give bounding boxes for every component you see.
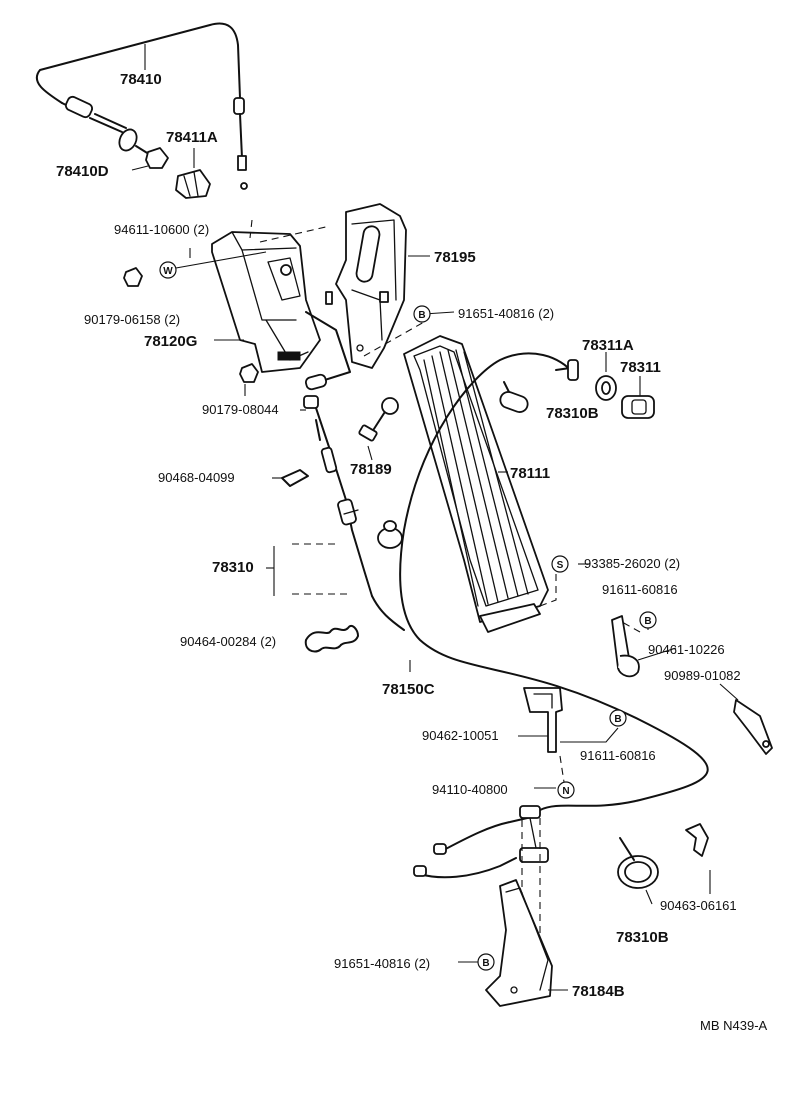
label-78311: 78311 <box>620 359 661 376</box>
svg-text:B: B <box>644 616 651 627</box>
clamp-90462 <box>523 687 563 753</box>
leader-lines <box>131 44 739 991</box>
part-labels: 78410 78411A 78410D 94611-10600 (2) 7819… <box>56 71 768 1033</box>
label-90179-06158: 90179-06158 (2) <box>84 312 180 327</box>
clip-90468 <box>281 469 309 487</box>
svg-text:B: B <box>418 310 425 321</box>
label-94611: 94611-10600 (2) <box>114 222 209 237</box>
pedal-cable-78150C <box>371 352 709 811</box>
label-78410: 78410 <box>120 71 162 88</box>
grommet-78311A <box>595 375 617 401</box>
label-78311A: 78311A <box>582 337 634 354</box>
accelerator-pedal-78111 <box>403 335 549 633</box>
label-78310: 78310 <box>212 559 254 576</box>
symbol-b-mid1: B <box>639 611 657 629</box>
label-91611-top: 91611-60816 <box>602 582 678 597</box>
label-78111: 78111 <box>510 465 550 482</box>
washer-symbol-w: W <box>163 266 173 277</box>
bracket-78184B <box>485 879 553 1007</box>
label-78189: 78189 <box>350 461 392 478</box>
pedal-bracket-78120G <box>211 231 351 391</box>
nut-90179-08044 <box>239 363 259 383</box>
washer-94611: W <box>159 261 177 279</box>
symbol-b-bottom: B <box>477 953 495 971</box>
label-94110: 94110-40800 <box>432 782 508 797</box>
throttle-cable-78310 <box>303 395 373 597</box>
label-78310B-top: 78310B <box>546 405 599 422</box>
diagram-reference: MB N439-A <box>700 1018 768 1033</box>
label-78411A: 78411A <box>166 129 218 146</box>
label-90463: 90463-06161 <box>660 898 737 913</box>
stopper-78311 <box>621 395 655 419</box>
bolt-78189 <box>358 397 399 442</box>
svg-text:B: B <box>482 958 489 969</box>
label-78410D: 78410D <box>56 163 109 180</box>
nut-90179-06158 <box>123 267 143 287</box>
label-78310B-bottom: 78310B <box>616 929 669 946</box>
symbol-b-top: B <box>413 305 431 323</box>
label-90461: 90461-10226 <box>648 642 725 657</box>
clip-90463 <box>685 823 709 857</box>
label-90989: 90989-01082 <box>664 668 741 683</box>
symbol-n: N <box>557 781 575 799</box>
accelerator-cable-78410 <box>35 22 248 190</box>
clamp-90989 <box>733 699 773 755</box>
label-78120G: 78120G <box>144 333 197 350</box>
clamp-78310B-bottom <box>617 837 659 889</box>
svg-text:S: S <box>557 560 564 571</box>
symbol-s: S <box>551 555 569 573</box>
label-90464: 90464-00284 (2) <box>180 634 276 649</box>
label-93385: 93385-26020 (2) <box>584 556 680 571</box>
pedal-plug <box>377 520 403 549</box>
label-78195: 78195 <box>434 249 476 266</box>
symbol-b-mid2: B <box>609 709 627 727</box>
label-78184B: 78184B <box>572 983 625 1000</box>
label-91651-top: 91651-40816 (2) <box>458 306 554 321</box>
label-90468: 90468-04099 <box>158 470 235 485</box>
bracket-90461 <box>611 615 640 678</box>
label-91611-mid: 91611-60816 <box>580 748 656 763</box>
clip-90464 <box>304 624 359 653</box>
label-78150C: 78150C <box>382 681 435 698</box>
svg-text:N: N <box>562 786 569 797</box>
svg-text:B: B <box>614 714 621 725</box>
label-90179-08044: 90179-08044 <box>202 402 279 417</box>
lower-cable-assembly <box>413 805 549 960</box>
cable-nut-78411A <box>175 169 211 199</box>
label-91651-bottom: 91651-40816 (2) <box>334 956 430 971</box>
bracket-78195 <box>335 203 407 369</box>
label-90462: 90462-10051 <box>422 728 499 743</box>
